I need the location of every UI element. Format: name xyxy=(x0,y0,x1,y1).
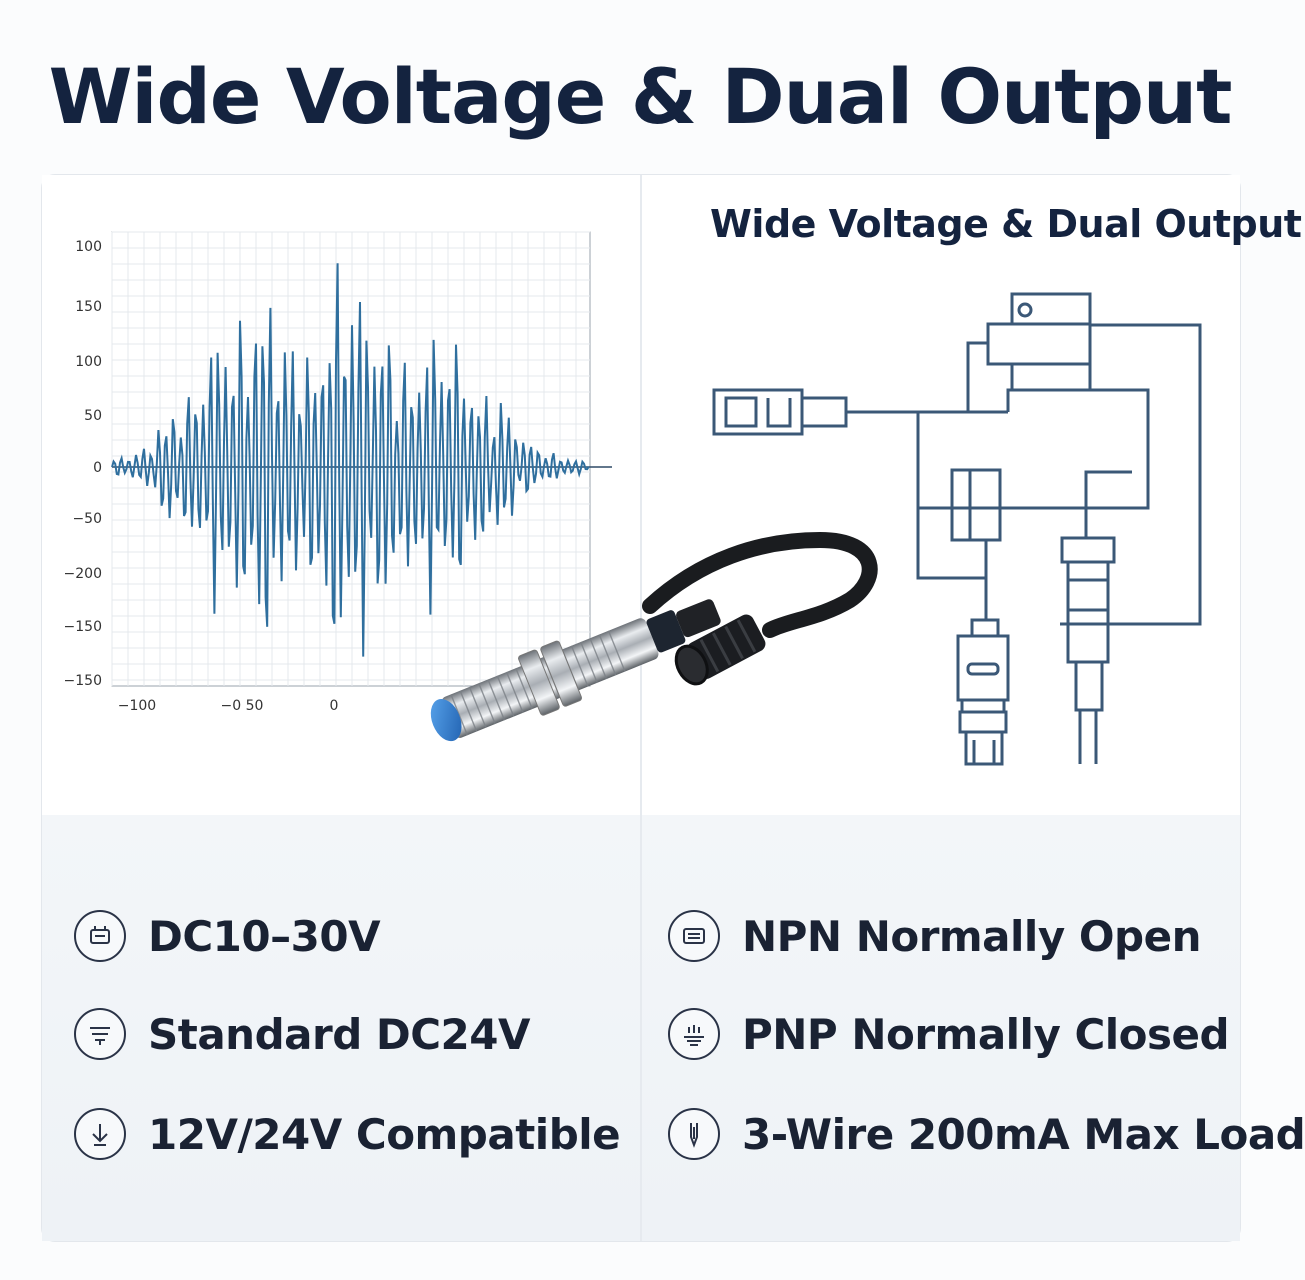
ground-icon xyxy=(668,1008,720,1060)
feature-label: Standard DC24V xyxy=(148,1009,531,1059)
chart-y-tick-label: −150 xyxy=(64,619,102,635)
diagram-switch-block xyxy=(950,468,1002,542)
download-arrow-icon xyxy=(74,1108,126,1160)
feature-label: DC10–30V xyxy=(148,911,381,961)
chart-y-tick-label: 0 xyxy=(93,460,102,476)
diagram-title: Wide Voltage & Dual Output xyxy=(710,202,1302,246)
sensor-connector-collar xyxy=(646,610,686,653)
diagram-left-wire xyxy=(966,341,988,412)
feature-label: PNP Normally Closed xyxy=(742,1009,1230,1059)
diagram-outer-wire xyxy=(1060,323,1202,626)
feature-wire-load: 3-Wire 200mA Max Load xyxy=(668,1108,1305,1160)
chart-y-tick-label: −50 xyxy=(72,511,102,527)
feature-label: 12V/24V Compatible xyxy=(148,1109,621,1159)
chart-tick-labels: 100 150 100 50 0 −50 −200 −150 −150 −100 −0 50 0 xyxy=(64,239,339,714)
filter-icon xyxy=(74,1008,126,1060)
diagram-indicator-circle xyxy=(1017,302,1033,318)
feature-pnp-output: PNP Normally Closed xyxy=(668,1008,1230,1060)
feature-label: NPN Normally Open xyxy=(742,911,1201,961)
probe-icon xyxy=(668,1108,720,1160)
chart-y-tick-label: 150 xyxy=(75,299,102,315)
connector-icon xyxy=(668,910,720,962)
sensor-cable xyxy=(642,531,878,638)
feature-voltage-range: DC10–30V xyxy=(74,910,381,962)
page-title: Wide Voltage & Dual Output xyxy=(48,52,1233,141)
chart-y-tick-label: 50 xyxy=(84,408,102,424)
chart-x-tick-label: −100 xyxy=(118,698,156,714)
sensor-sensing-face xyxy=(430,699,462,742)
chart-y-tick-label: 100 xyxy=(75,239,102,255)
chart-y-tick-label: −150 xyxy=(64,673,102,689)
feature-npn-output: NPN Normally Open xyxy=(668,910,1201,962)
column-divider xyxy=(640,175,642,1241)
feature-compatibility: 12V/24V Compatible xyxy=(74,1108,621,1160)
feature-label: 3-Wire 200mA Max Load xyxy=(742,1109,1305,1159)
chart-x-tick-label: −0 50 xyxy=(221,698,264,714)
chart-x-tick-label: 0 xyxy=(330,698,339,714)
waveform-line xyxy=(111,263,590,657)
chart-y-tick-label: 100 xyxy=(75,354,102,370)
power-supply-icon xyxy=(74,910,126,962)
feature-standard-voltage: Standard DC24V xyxy=(74,1008,531,1060)
sensor-nut xyxy=(518,649,560,716)
chart-y-tick-label: −200 xyxy=(64,566,102,582)
